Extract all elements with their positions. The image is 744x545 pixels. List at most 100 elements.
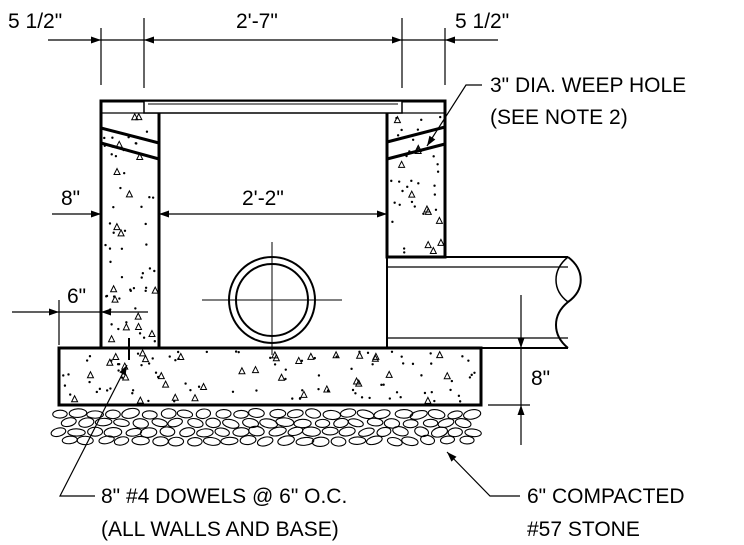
aggregate-dot	[433, 399, 436, 403]
aggregate-dot	[317, 374, 321, 377]
aggregate-mark	[70, 394, 79, 403]
aggregate-dot	[429, 352, 432, 355]
aggregate-dot	[401, 189, 404, 193]
aggregate-mark	[148, 329, 156, 338]
stone	[295, 436, 315, 446]
aggregate-mark	[251, 365, 260, 374]
aggregate-mark	[238, 366, 246, 375]
aggregate-dot	[411, 362, 415, 366]
stone	[447, 410, 463, 420]
aggregate-dot	[122, 148, 125, 152]
stone	[402, 419, 419, 429]
aggregate-dot	[417, 182, 420, 185]
stone	[187, 436, 203, 447]
right-wall	[385, 99, 447, 348]
dim-inner-width-label: 2'-2"	[242, 187, 284, 210]
stone	[125, 427, 143, 437]
aggregate-dot	[184, 382, 187, 385]
stone	[464, 428, 482, 438]
aggregate-dot	[298, 396, 302, 400]
aggregate-dot	[177, 357, 180, 361]
aggregate-mark	[393, 115, 402, 124]
stone	[454, 418, 472, 429]
stone	[248, 425, 265, 437]
aggregate-dot	[382, 383, 385, 386]
stone	[314, 418, 331, 429]
aggregate-dot	[335, 355, 338, 358]
aggregate-dot	[231, 390, 235, 393]
stone	[151, 418, 168, 428]
aggregate-dot	[140, 205, 143, 209]
aggregate-dot	[119, 186, 122, 190]
aggregate-dot	[63, 384, 67, 387]
aggregate-dot	[62, 374, 65, 377]
dimension-dowel-offset: 6"	[12, 285, 148, 345]
stone	[139, 427, 158, 438]
stone	[61, 435, 78, 445]
aggregate-mark	[107, 334, 116, 343]
stone	[439, 435, 456, 445]
stone	[330, 436, 347, 447]
aggregate-dot	[391, 220, 394, 224]
stone	[376, 426, 392, 437]
aggregate-dot	[351, 388, 355, 392]
aggregate-dot	[433, 184, 436, 187]
aggregate-dot	[109, 308, 112, 311]
stone	[268, 426, 287, 437]
aggregate-dot	[127, 136, 130, 139]
aggregate-mark	[121, 372, 130, 381]
stone	[386, 436, 403, 447]
aggregate-mark	[272, 353, 281, 362]
stone	[233, 409, 249, 419]
aggregate-dot	[134, 307, 137, 310]
stone	[287, 426, 304, 437]
aggregate-dot	[301, 389, 304, 392]
note-weep-hole: 3" DIA. WEEP HOLE (SEE NOTE 2)	[426, 74, 686, 147]
aggregate-dot	[390, 350, 394, 354]
aggregate-dot	[439, 115, 442, 119]
aggregate-mark	[424, 240, 432, 249]
aggregate-mark	[443, 371, 452, 380]
aggregate-dot	[395, 391, 399, 394]
aggregate-mark	[134, 312, 143, 320]
aggregate-mark	[355, 351, 364, 359]
aggregate-dot	[120, 247, 124, 250]
aggregate-mark	[424, 396, 432, 404]
aggregate-dot	[108, 247, 112, 250]
aggregate-dot	[284, 368, 287, 371]
aggregate-dot	[151, 357, 154, 360]
aggregate-dot	[140, 276, 143, 279]
stone	[248, 407, 265, 418]
aggregate-dot	[399, 396, 402, 399]
aggregate-mark	[414, 144, 423, 152]
aggregate-mark	[138, 348, 147, 357]
aggregate-dot	[449, 388, 452, 392]
aggregate-mark	[397, 160, 406, 168]
dimension-middle: 8" 2'-2"	[52, 187, 387, 218]
stone	[383, 418, 401, 429]
aggregate-dot	[153, 340, 157, 343]
stone	[195, 408, 212, 420]
aggregate-mark	[151, 286, 160, 294]
aggregate-mark	[111, 295, 119, 303]
stone	[293, 418, 312, 429]
stone	[409, 410, 428, 420]
stone	[152, 436, 169, 447]
aggregate-dot	[140, 363, 143, 367]
aggregate-dot	[291, 397, 294, 400]
aggregate-dot	[255, 389, 258, 392]
aggregate-dot	[147, 399, 150, 403]
aggregate-dot	[154, 371, 158, 374]
stone	[98, 435, 115, 445]
stone	[176, 409, 194, 419]
dowels-note-line1: 8" #4 DOWELS @ 6" O.C.	[101, 485, 347, 508]
stone	[447, 427, 463, 438]
aggregate-dot	[368, 396, 371, 400]
aggregate-dot	[401, 362, 405, 365]
aggregate-mark	[435, 350, 444, 359]
aggregate-mark	[191, 393, 199, 402]
aggregate-dot	[388, 397, 392, 400]
aggregate-mark	[141, 354, 150, 363]
